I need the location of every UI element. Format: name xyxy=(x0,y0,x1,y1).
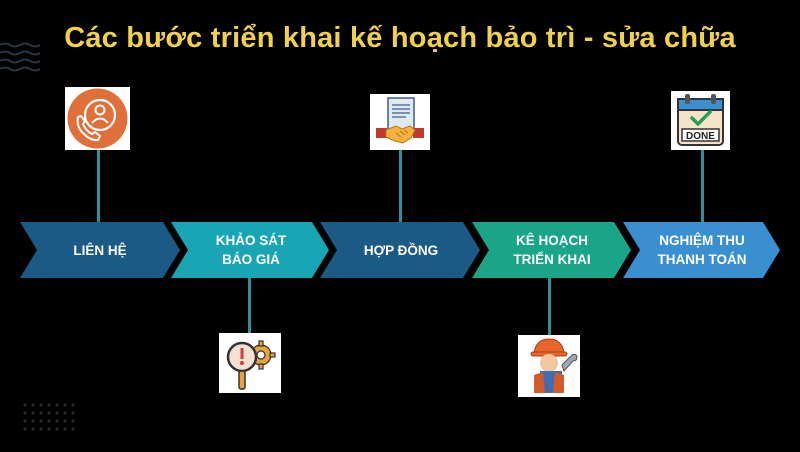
step-arrow-4 xyxy=(472,222,631,278)
step-2-line1: KHẢO SÁT xyxy=(215,233,287,248)
step-label-4: KÊ HOẠCH TRIỂN KHAI xyxy=(487,222,617,278)
engineer-worker-icon-box xyxy=(518,335,580,397)
inspection-gear-icon-box xyxy=(219,333,281,393)
connector-3 xyxy=(399,150,402,222)
connector-4 xyxy=(548,278,551,335)
step-label-5: NGHIỆM THU THANH TOÁN xyxy=(637,222,767,278)
step-5-line1: NGHIỆM THU xyxy=(659,233,745,248)
contract-handshake-icon xyxy=(376,97,424,144)
step-label-1: LIÊN HỆ xyxy=(35,222,165,278)
connector-1 xyxy=(97,150,100,222)
engineer-worker-icon xyxy=(530,338,578,393)
step-3-line1: HỢP ĐỒNG xyxy=(363,242,439,258)
done-text: DONE xyxy=(686,131,715,142)
step-arrow-1 xyxy=(20,222,180,278)
calendar-done-icon: DONE xyxy=(677,94,724,146)
step-arrow-2 xyxy=(171,222,329,278)
step-label-3: HỢP ĐỒNG xyxy=(336,222,466,278)
phone-contact-icon-box xyxy=(65,87,130,150)
step-arrow-3 xyxy=(320,222,480,278)
phone-contact-icon xyxy=(67,88,128,149)
step-arrow-5 xyxy=(623,222,780,278)
step-label-2: KHẢO SÁT BÁO GIÁ xyxy=(186,222,316,278)
calendar-done-icon-box: DONE xyxy=(671,91,730,150)
contract-handshake-icon-box xyxy=(370,94,430,150)
connector-5 xyxy=(701,150,704,222)
step-1-line1: LIÊN HỆ xyxy=(73,242,127,258)
decorative-dot-grid xyxy=(23,403,75,431)
inspection-gear-icon xyxy=(226,340,276,390)
step-5-line2: THANH TOÁN xyxy=(657,252,747,267)
decorative-wave-lines xyxy=(0,42,40,72)
connector-2 xyxy=(248,278,251,333)
step-4-line1: KÊ HOẠCH xyxy=(515,233,588,248)
step-4-line2: TRIỂN KHAI xyxy=(513,252,591,267)
page-title: Các bước triển khai kế hoạch bảo trì - s… xyxy=(64,22,736,54)
step-2-line2: BÁO GIÁ xyxy=(222,252,280,267)
